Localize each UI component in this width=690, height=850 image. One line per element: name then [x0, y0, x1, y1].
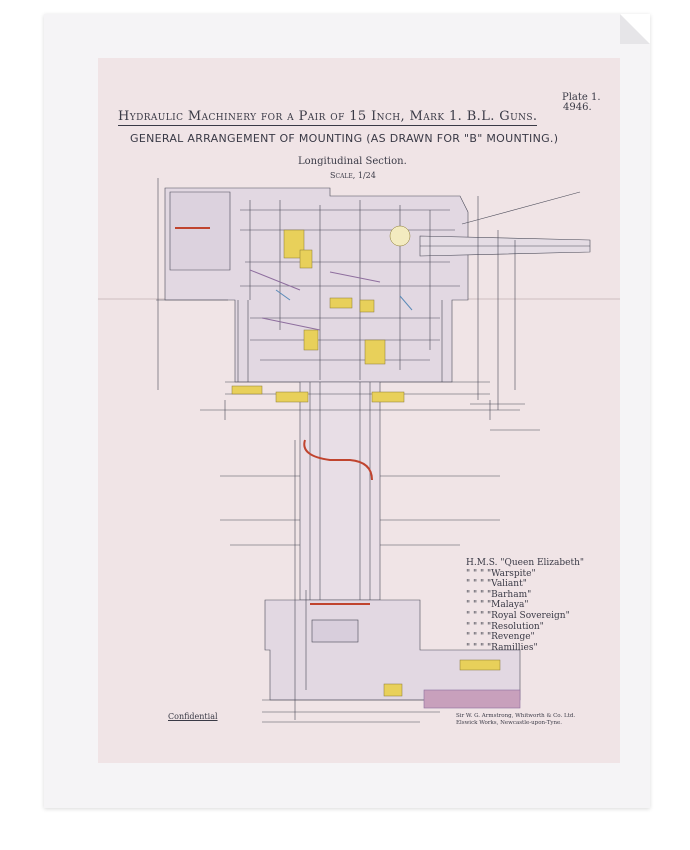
ship-list-item: " " " "Revenge": [466, 632, 535, 643]
ship-list-item: " " " "Warspite": [466, 568, 536, 579]
scale-label: Scale, 1/24: [330, 171, 376, 180]
plate-label: Plate 1.: [562, 92, 601, 103]
ship-list-item: " " " "Ramillies": [466, 642, 538, 653]
ship-list-item: " " " "Barham": [466, 589, 532, 600]
ship-list-item: H.M.S. "Queen Elizabeth": [466, 558, 585, 568]
ship-list-item: " " " "Royal Sovereign": [466, 610, 570, 621]
section-label: Longitudinal Section.: [298, 156, 407, 167]
drawing-title: Hydraulic Machinery for a Pair of 15 Inc…: [118, 109, 538, 126]
maker-line: Elswick Works, Newcastle-upon-Tyne.: [456, 720, 563, 726]
maker-imprint: Sir W. G. Armstrong, Whitworth & Co. Ltd…: [456, 713, 575, 727]
maker-line: Sir W. G. Armstrong, Whitworth & Co. Ltd…: [456, 713, 576, 719]
ship-list-item: " " " "Resolution": [466, 621, 544, 632]
page-curl: [620, 14, 650, 44]
ship-list-item: " " " "Valiant": [466, 579, 527, 590]
confidential-mark: Confidential: [168, 712, 218, 721]
ship-list: H.M.S. "Queen Elizabeth" " " " "Warspite…: [466, 558, 584, 653]
plate-number: 4946.: [563, 102, 592, 113]
drawing-subtitle: GENERAL ARRANGEMENT OF MOUNTING (AS DRAW…: [130, 132, 559, 145]
ship-list-item: " " " "Malaya": [466, 600, 529, 611]
